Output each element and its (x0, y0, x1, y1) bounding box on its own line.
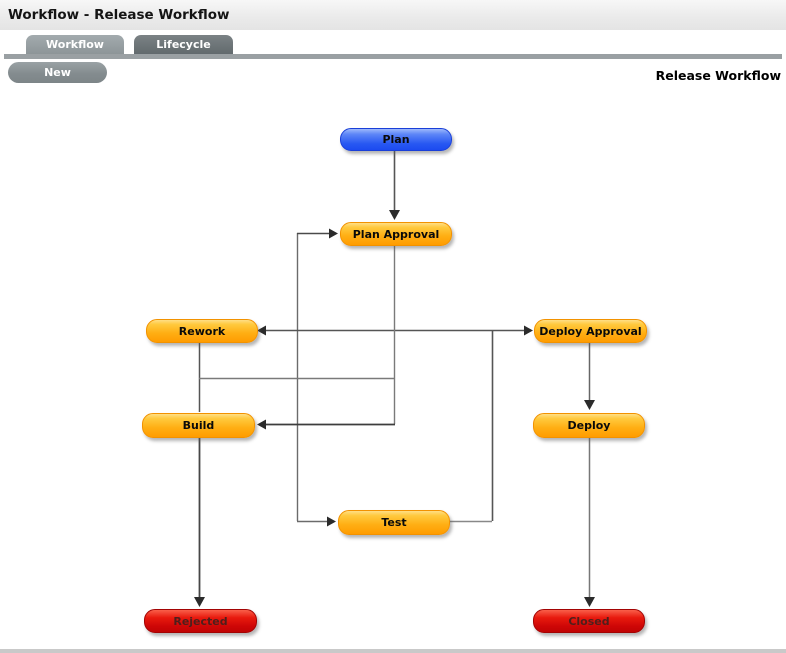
tab-lifecycle[interactable]: Lifecycle (134, 35, 233, 54)
node-rejected[interactable]: Rejected (144, 609, 257, 633)
edge-plan-to-plan-approval (389, 150, 400, 220)
edge-rework-to-build (198, 341, 394, 412)
title-bar: Workflow - Release Workflow (0, 0, 786, 30)
workflow-name-label: Release Workflow (655, 68, 781, 83)
edge-deploy-approval-to-deploy (584, 341, 595, 410)
new-button[interactable]: New (8, 62, 107, 83)
edge-rework-to-plan-approval (296, 228, 338, 521)
edge-deploy-approval-to-rework (257, 325, 533, 336)
tab-underline-bar (4, 54, 782, 59)
edge-deploy-to-closed (584, 437, 595, 607)
edge-plan-approval-to-build (257, 245, 396, 430)
node-closed[interactable]: Closed (533, 609, 645, 633)
node-plan[interactable]: Plan (340, 128, 452, 151)
node-deploy-approval[interactable]: Deploy Approval (534, 319, 647, 343)
edge-test-to-deploy-approval (449, 330, 494, 523)
edge-build-to-test (297, 516, 336, 527)
node-rework[interactable]: Rework (146, 319, 258, 343)
node-plan-approval[interactable]: Plan Approval (340, 222, 452, 246)
page-title: Workflow - Release Workflow (8, 7, 230, 23)
node-build[interactable]: Build (142, 413, 255, 438)
bottom-border-strip (0, 649, 786, 653)
node-deploy[interactable]: Deploy (533, 413, 645, 438)
edge-build-to-rejected (194, 437, 205, 607)
node-test[interactable]: Test (338, 510, 450, 535)
tab-workflow[interactable]: Workflow (26, 35, 124, 54)
